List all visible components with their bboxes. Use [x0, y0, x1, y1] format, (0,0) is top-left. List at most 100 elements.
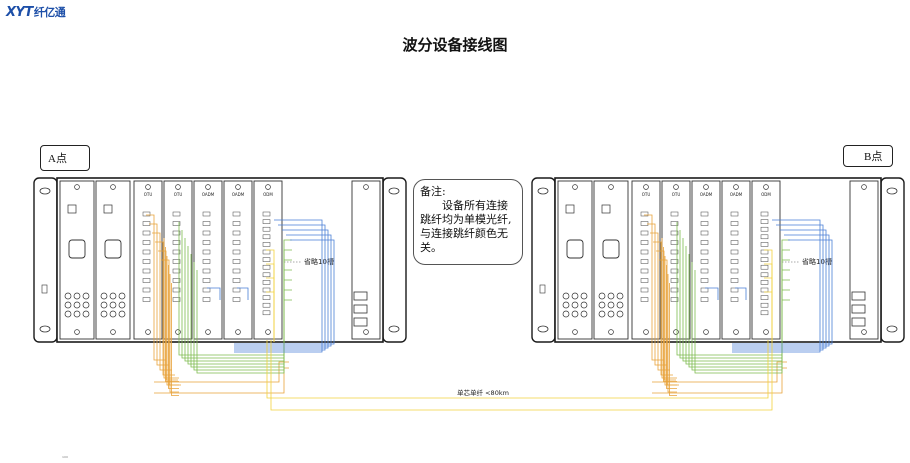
- fiber-orange: [165, 247, 179, 382]
- fiber-port: [700, 249, 709, 255]
- trunk-fiber-1: [266, 340, 769, 399]
- card-screw: [175, 329, 181, 335]
- note-body: 设备所有连接跳纤均为单模光纤,与连接跳纤颜色无关。: [420, 199, 512, 254]
- fiber-blue: [705, 287, 719, 300]
- fan-hole: [607, 310, 615, 318]
- fiber-orange: [652, 361, 787, 383]
- card-slot: [751, 180, 781, 340]
- fiber-port: [232, 240, 241, 245]
- fan-hole: [109, 292, 117, 300]
- fiber-orange: [154, 361, 289, 383]
- fiber-port: [640, 268, 649, 274]
- fiber-port: [262, 295, 271, 300]
- fiber-port: [700, 259, 709, 264]
- fiber-port: [262, 302, 271, 308]
- fiber-port: [670, 221, 679, 226]
- fan-hole: [64, 310, 72, 318]
- ground-mark: [41, 284, 48, 294]
- fiber-yellow: [266, 291, 275, 342]
- fan-hole: [64, 301, 72, 309]
- fiber-port: [670, 268, 679, 274]
- card-label: OTU: [144, 192, 153, 197]
- fiber-blue: [732, 224, 824, 351]
- fiber-port: [202, 221, 211, 226]
- fiber-port: [262, 272, 271, 278]
- card-slot: [95, 180, 131, 340]
- fiber-orange: [656, 250, 676, 381]
- fan-hole: [64, 292, 72, 300]
- card-screw: [363, 329, 369, 335]
- card-screw: [733, 329, 739, 335]
- fiber-port: [640, 240, 649, 245]
- rack-ear-left: [33, 177, 58, 343]
- fiber-port: [670, 230, 679, 236]
- fiber-port: [172, 211, 181, 217]
- fiber-port: [142, 287, 151, 293]
- note-box: 备注: 设备所有连接跳纤均为单模光纤,与连接跳纤颜色无关。: [413, 179, 523, 265]
- fiber-port: [232, 287, 241, 293]
- rack-ear-right: [880, 177, 905, 343]
- fiber-port: [142, 278, 151, 283]
- card-slot: [849, 180, 879, 340]
- fan-hole: [118, 310, 126, 318]
- card-screw: [673, 329, 679, 335]
- fiber-orange: [661, 238, 677, 379]
- fiber-port: [670, 278, 679, 283]
- trunk-fiber-2: [270, 340, 773, 411]
- fan-hole: [109, 301, 117, 309]
- fiber-port: [232, 249, 241, 255]
- fiber-port: [730, 268, 739, 274]
- fan-hole: [598, 301, 606, 309]
- fiber-port: [760, 280, 769, 285]
- fiber-port: [730, 297, 739, 302]
- fiber-port: [760, 219, 769, 224]
- fiber-port: [730, 278, 739, 283]
- trunk-label: 单芯单纤 <80km: [457, 388, 509, 397]
- fan-hole: [571, 292, 579, 300]
- trunk-fiber: 单芯单纤 <80km: [266, 340, 773, 411]
- card-screw: [673, 184, 679, 190]
- card-screw: [861, 329, 867, 335]
- card-screw: [363, 184, 369, 190]
- card-label: ODM: [761, 192, 771, 197]
- fiber-blue: [234, 224, 326, 351]
- fiber-port: [142, 221, 151, 226]
- card-screw: [703, 329, 709, 335]
- fiber-port: [760, 295, 769, 300]
- card-slot: [631, 180, 661, 340]
- fiber-port: [262, 211, 271, 217]
- card-label: OTU: [174, 192, 183, 197]
- fiber-port: [202, 211, 211, 217]
- fiber-port: [142, 259, 151, 264]
- fiber-orange: [154, 367, 289, 394]
- ground-mark: [539, 284, 546, 294]
- fiber-port: [232, 297, 241, 302]
- fiber-port: [760, 264, 769, 270]
- power-socket: [566, 239, 584, 259]
- card-screw: [205, 184, 211, 190]
- ear-hole: [886, 325, 898, 333]
- fiber-port: [142, 268, 151, 274]
- fan-hole: [118, 292, 126, 300]
- fan-hole: [607, 292, 615, 300]
- fiber-port: [172, 240, 181, 245]
- card-slot: [223, 180, 253, 340]
- power-socket: [104, 239, 122, 259]
- fiber-blue: [234, 234, 332, 347]
- fan-hole: [616, 292, 624, 300]
- fiber-port: [232, 211, 241, 217]
- fiber-port: [640, 259, 649, 264]
- fiber-port: [700, 278, 709, 283]
- card-label: OADM: [700, 192, 713, 197]
- corner-mark: ¹⁰⁰: [62, 456, 68, 462]
- fiber-port: [670, 287, 679, 293]
- fiber-port: [730, 240, 739, 245]
- card-screw: [608, 329, 614, 335]
- card-screw: [110, 184, 116, 190]
- card-slot: [253, 180, 283, 340]
- fiber-blue: [732, 229, 827, 349]
- fiber-port: [202, 249, 211, 255]
- brand-logo: XYT纤亿通: [6, 4, 66, 20]
